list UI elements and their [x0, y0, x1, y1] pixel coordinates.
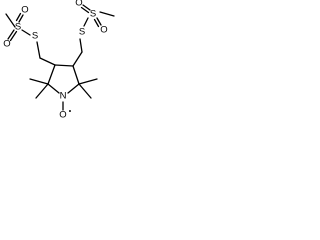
bond-left-s-ch2: [36, 41, 41, 59]
radical-dot: •: [69, 109, 72, 116]
bond-ring-c3-c4: [54, 64, 74, 67]
bond-right-s-ch2: [79, 38, 83, 53]
bond-right-s-o-bottom-a: [96, 17, 102, 26]
atom-o-nitroxide: O: [59, 110, 66, 121]
bond-right-s-o-bottom-b: [93, 18, 100, 28]
bond-ring-c3-c2: [47, 64, 56, 85]
atom-s-right-sulfonyl: S: [90, 9, 96, 20]
bond-ring-c2-n: [47, 83, 60, 94]
atom-s-left-thio: S: [32, 31, 38, 42]
atom-o-left-top: O: [21, 5, 28, 16]
bonds: [5, 4, 115, 111]
bond-ring-c4-c5: [72, 65, 80, 85]
bond-left-s-o-left-b: [9, 30, 18, 42]
atom-o-right-bottom: O: [100, 25, 107, 36]
bond-left-methyl-s: [5, 13, 16, 28]
bond-left-s-o-top-a: [18, 14, 24, 23]
bond-right-s-o-top-a: [82, 4, 91, 11]
bond-ring-c5-n: [67, 83, 80, 94]
bond-left-s-o-left-a: [7, 29, 15, 40]
bond-c2-methyl-b: [35, 83, 49, 99]
bond-left-s-s: [21, 29, 31, 36]
bond-c2-methyl-a: [29, 78, 49, 85]
bond-right-ch2-ring: [72, 51, 83, 67]
bond-left-ch2-ring: [39, 57, 56, 66]
bond-c5-methyl-a: [78, 78, 98, 85]
bond-right-s-o-top-b: [80, 6, 90, 14]
atom-o-left-bottom: O: [3, 39, 10, 50]
bond-right-s-s: [83, 17, 89, 27]
atom-n-ring: N: [60, 91, 67, 102]
atom-labels: S O O S S O O S N O •: [3, 0, 107, 121]
bond-c5-methyl-b: [78, 83, 92, 99]
bond-left-s-o-top-b: [15, 12, 22, 22]
atom-o-right-top: O: [75, 0, 82, 9]
chemical-structure: S O O S S O O S N O •: [3, 0, 115, 121]
bond-right-methyl-s: [99, 11, 115, 17]
atom-s-left-sulfonyl: S: [15, 22, 21, 33]
atom-s-right-thio: S: [79, 27, 85, 38]
